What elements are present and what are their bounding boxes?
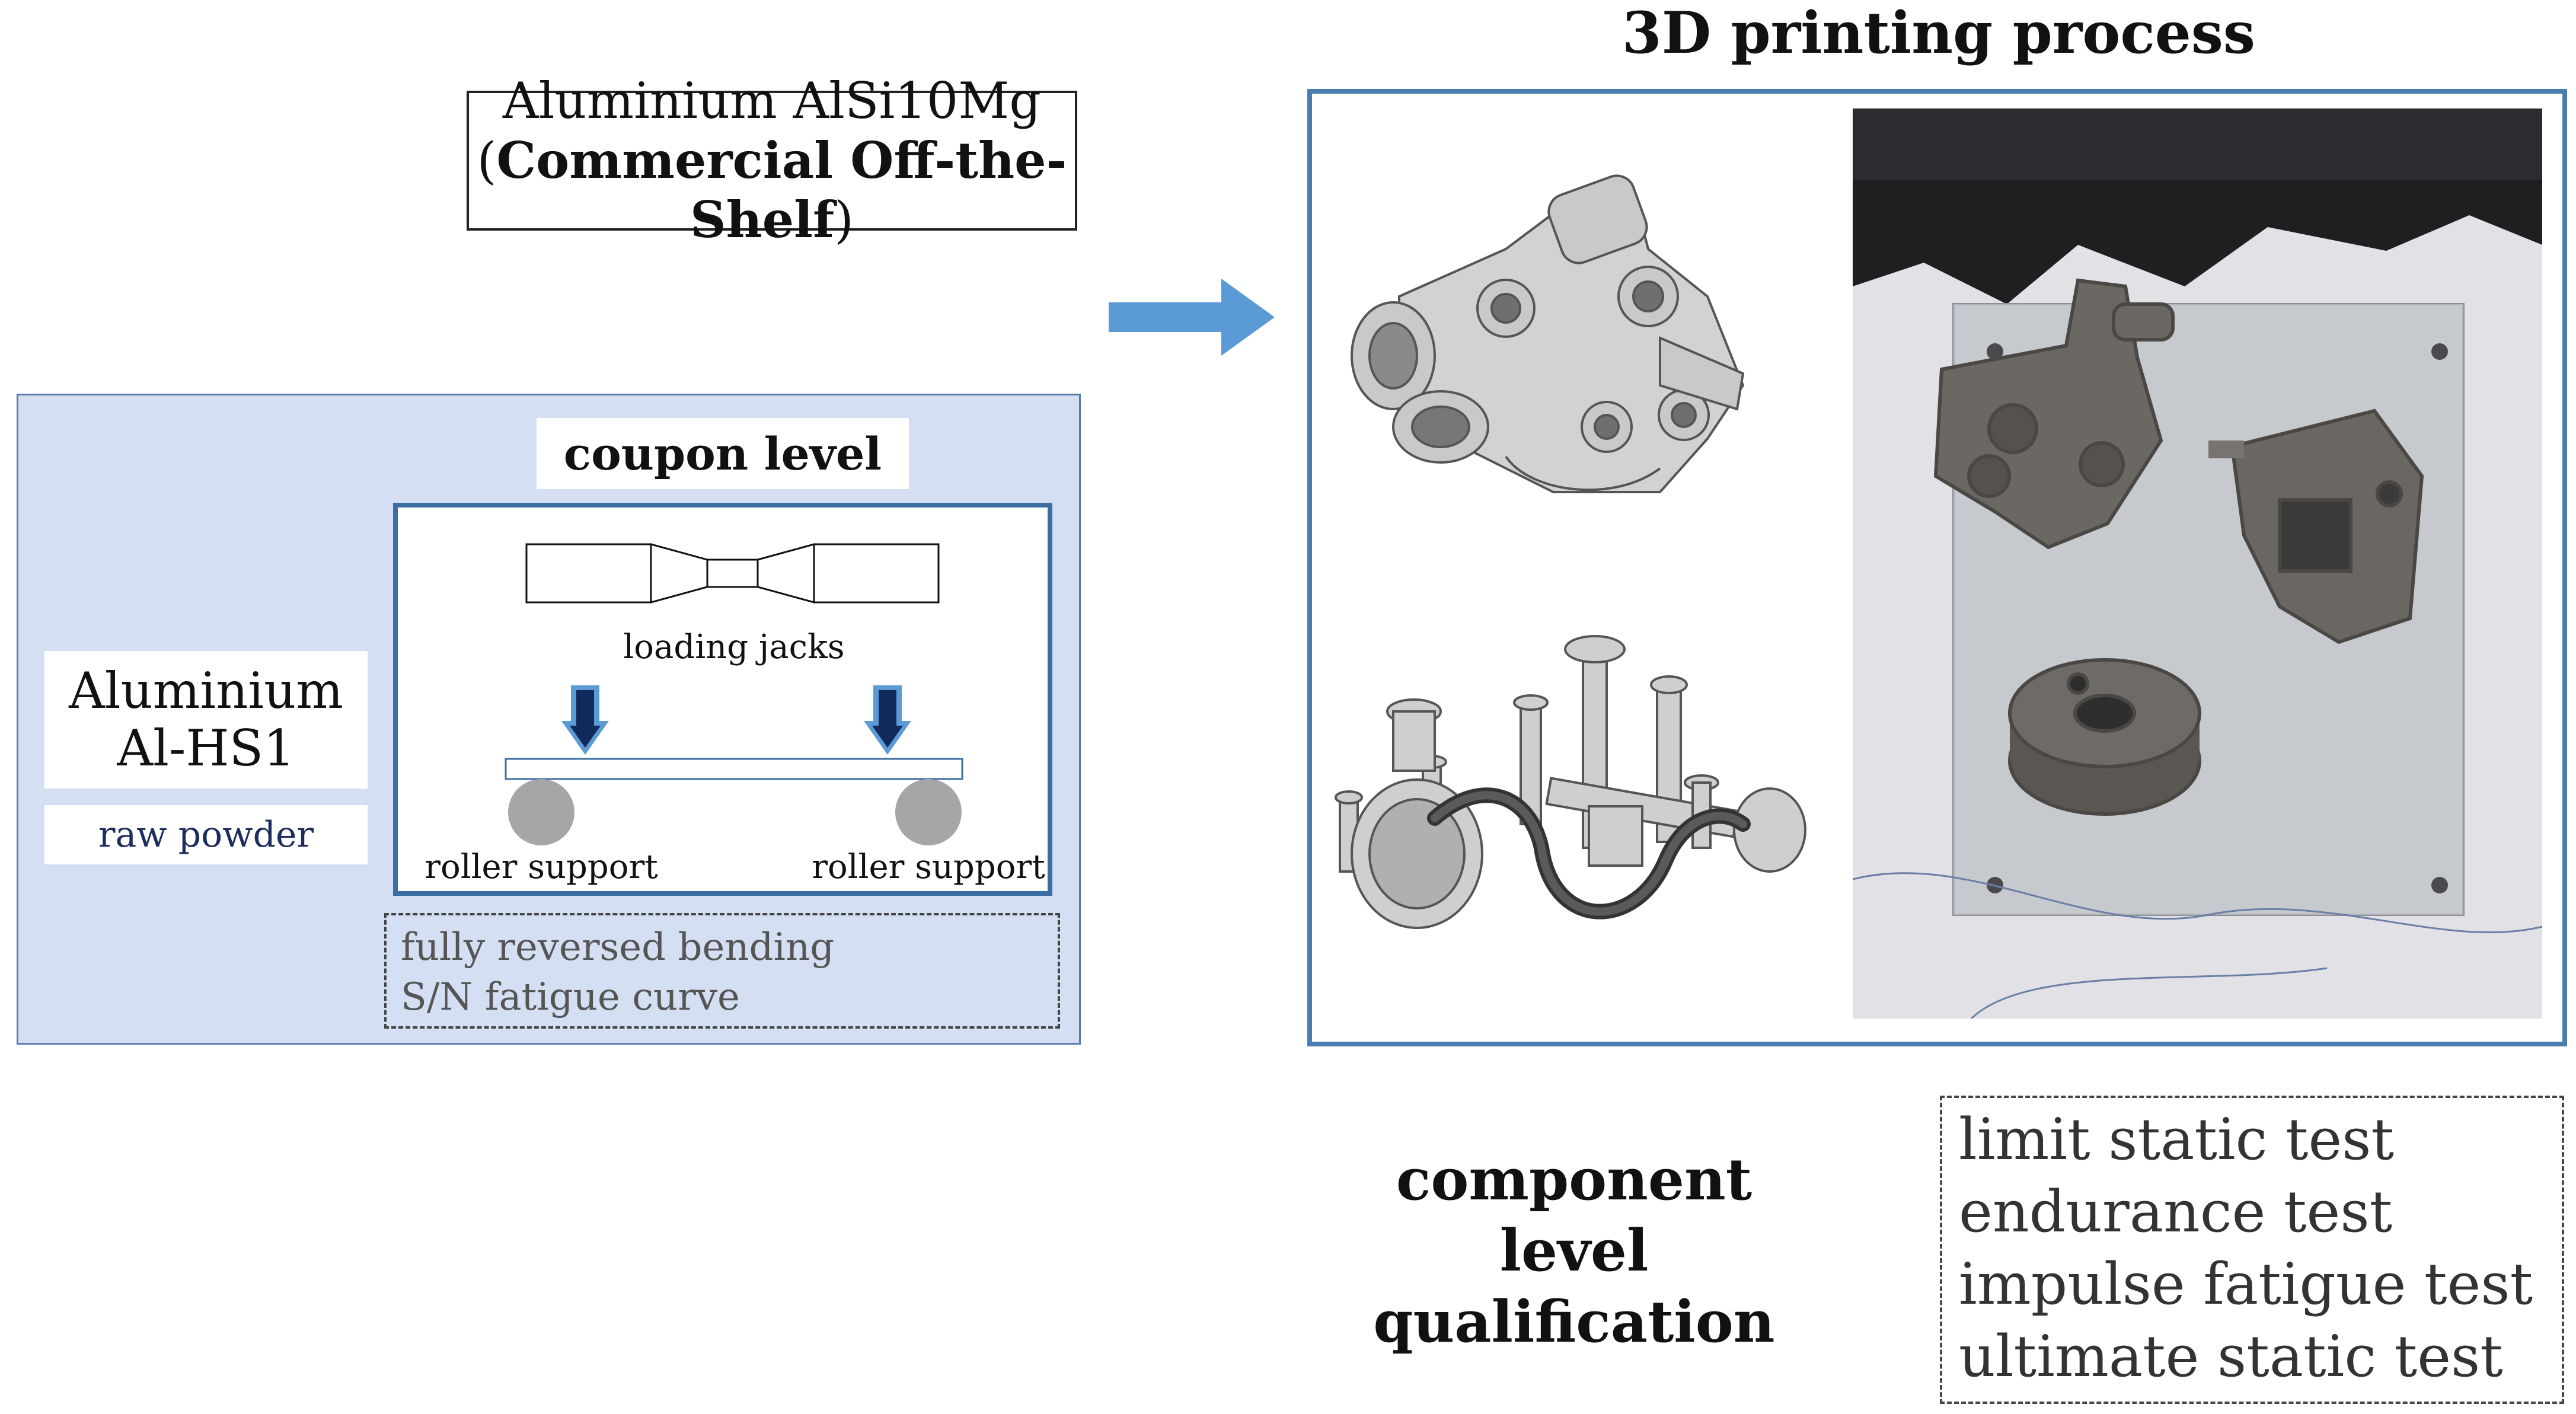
raw-powder-label: raw powder xyxy=(44,805,368,864)
test-item: impulse fatigue test xyxy=(1959,1250,2533,1317)
close-paren: ) xyxy=(834,191,854,250)
coupon-level-title: coupon level xyxy=(537,418,909,489)
process-title: 3D printing process xyxy=(1622,0,2255,66)
cots-qualifier: Commercial Off-the-Shelf xyxy=(496,130,1067,250)
loading-jacks-label: loading jacks xyxy=(623,628,844,666)
material-line-2: Al-HS1 xyxy=(117,719,295,777)
test-beam xyxy=(505,758,963,780)
roller-left-icon xyxy=(508,779,574,845)
right-arrow-icon xyxy=(1109,279,1275,356)
test-item: limit static test xyxy=(1959,1106,2395,1173)
loading-jack-icon xyxy=(561,685,609,755)
dogbone-specimen-icon xyxy=(525,543,940,604)
material-box: Aluminium Al-HS1 xyxy=(44,651,368,789)
test-item: ultimate static test xyxy=(1959,1323,2503,1390)
note-line: fully reversed bending xyxy=(401,925,835,969)
component-title-line-1: component level xyxy=(1396,1146,1753,1284)
printed-parts-photo xyxy=(1853,108,2542,1019)
component-test-list: limit static test endurance test impulse… xyxy=(1940,1096,2564,1404)
roller-support-right-label: roller support xyxy=(812,848,1045,886)
component-level-title: component level qualification xyxy=(1325,1146,1823,1355)
material-line-1: Aluminium xyxy=(69,662,343,720)
coupon-test-notes: fully reversed bending S/N fatigue curve xyxy=(384,913,1060,1029)
open-paren: ( xyxy=(477,131,497,190)
component-title-line-2: qualification xyxy=(1373,1288,1775,1355)
roller-right-icon xyxy=(895,779,962,845)
note-line: S/N fatigue curve xyxy=(401,975,740,1020)
printed-part-cad-image xyxy=(1335,635,1806,929)
cots-material-label: Aluminium AlSi10Mg xyxy=(502,71,1042,130)
bending-test-diagram: loading jacks roller support roller supp… xyxy=(424,543,1045,886)
cots-qualifier-line: (Commercial Off-the-Shelf) xyxy=(469,131,1075,251)
cots-material-box: Aluminium AlSi10Mg (Commercial Off-the-S… xyxy=(467,72,1077,249)
roller-support-left-label: roller support xyxy=(424,848,658,886)
test-item: endurance test xyxy=(1959,1178,2393,1245)
loading-jack-icon xyxy=(864,685,911,755)
manifold-cad-image xyxy=(1351,174,1745,493)
